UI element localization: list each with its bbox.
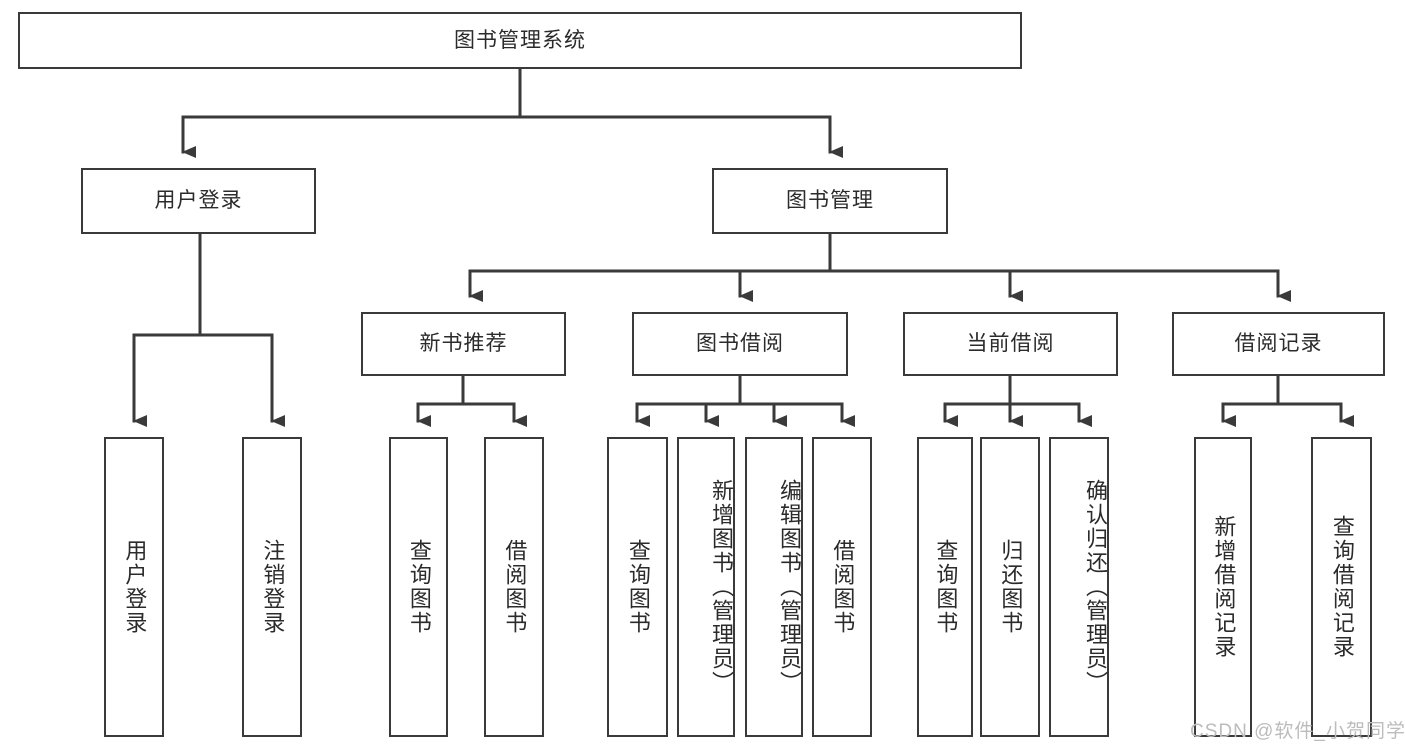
node-label: 图书管理系统	[454, 28, 586, 52]
leaf-borrow-book-borrow[interactable]: 借阅图书	[812, 437, 872, 737]
node-book-management[interactable]: 图书管理	[712, 168, 948, 234]
node-borrow-record[interactable]: 借阅记录	[1172, 312, 1385, 376]
leaf-query-book-borrow[interactable]: 查询图书	[607, 437, 668, 737]
leaf-add-borrow-record[interactable]: 新增借阅记录	[1194, 437, 1252, 737]
node-label: 借阅图书	[830, 539, 856, 635]
node-label: 确认归还（管理员）	[1083, 479, 1108, 695]
leaf-borrow-book-recommend[interactable]: 借阅图书	[484, 437, 544, 737]
node-label: 编辑图书（管理员）	[777, 479, 802, 695]
node-label: 查询图书	[406, 539, 432, 635]
leaf-logout-login[interactable]: 注销登录	[242, 437, 302, 737]
node-label: 新增图书（管理员）	[709, 479, 734, 695]
node-label: 查询借阅记录	[1329, 515, 1355, 659]
leaf-query-borrow-record[interactable]: 查询借阅记录	[1311, 437, 1372, 737]
node-label: 图书借阅	[696, 332, 784, 356]
node-label: 查询图书	[933, 539, 959, 635]
leaf-confirm-return-admin[interactable]: 确认归还（管理员）	[1049, 437, 1109, 737]
node-book-borrow[interactable]: 图书借阅	[632, 312, 848, 376]
node-current-borrow[interactable]: 当前借阅	[903, 312, 1118, 376]
leaf-edit-book-admin[interactable]: 编辑图书（管理员）	[745, 437, 803, 737]
node-label: 注销登录	[260, 539, 286, 635]
node-label: 借阅记录	[1234, 332, 1323, 356]
leaf-user-login[interactable]: 用户登录	[104, 437, 164, 737]
node-label: 用户登录	[154, 189, 243, 213]
leaf-query-book-current[interactable]: 查询图书	[917, 437, 973, 737]
leaf-add-book-admin[interactable]: 新增图书（管理员）	[677, 437, 735, 737]
node-label: 新增借阅记录	[1211, 515, 1237, 659]
node-label: 归还图书	[998, 539, 1024, 635]
node-label: 借阅图书	[502, 539, 528, 635]
leaf-return-book[interactable]: 归还图书	[980, 437, 1040, 737]
node-new-book-recommend[interactable]: 新书推荐	[361, 312, 566, 376]
node-label: 查询图书	[625, 539, 651, 635]
node-user-login[interactable]: 用户登录	[81, 168, 316, 234]
node-label: 图书管理	[786, 189, 874, 213]
leaf-query-book-recommend[interactable]: 查询图书	[389, 437, 448, 737]
node-label: 当前借阅	[966, 332, 1055, 356]
node-label: 新书推荐	[419, 332, 508, 356]
node-root-book-management-system[interactable]: 图书管理系统	[18, 12, 1022, 69]
node-label: 用户登录	[122, 539, 148, 635]
